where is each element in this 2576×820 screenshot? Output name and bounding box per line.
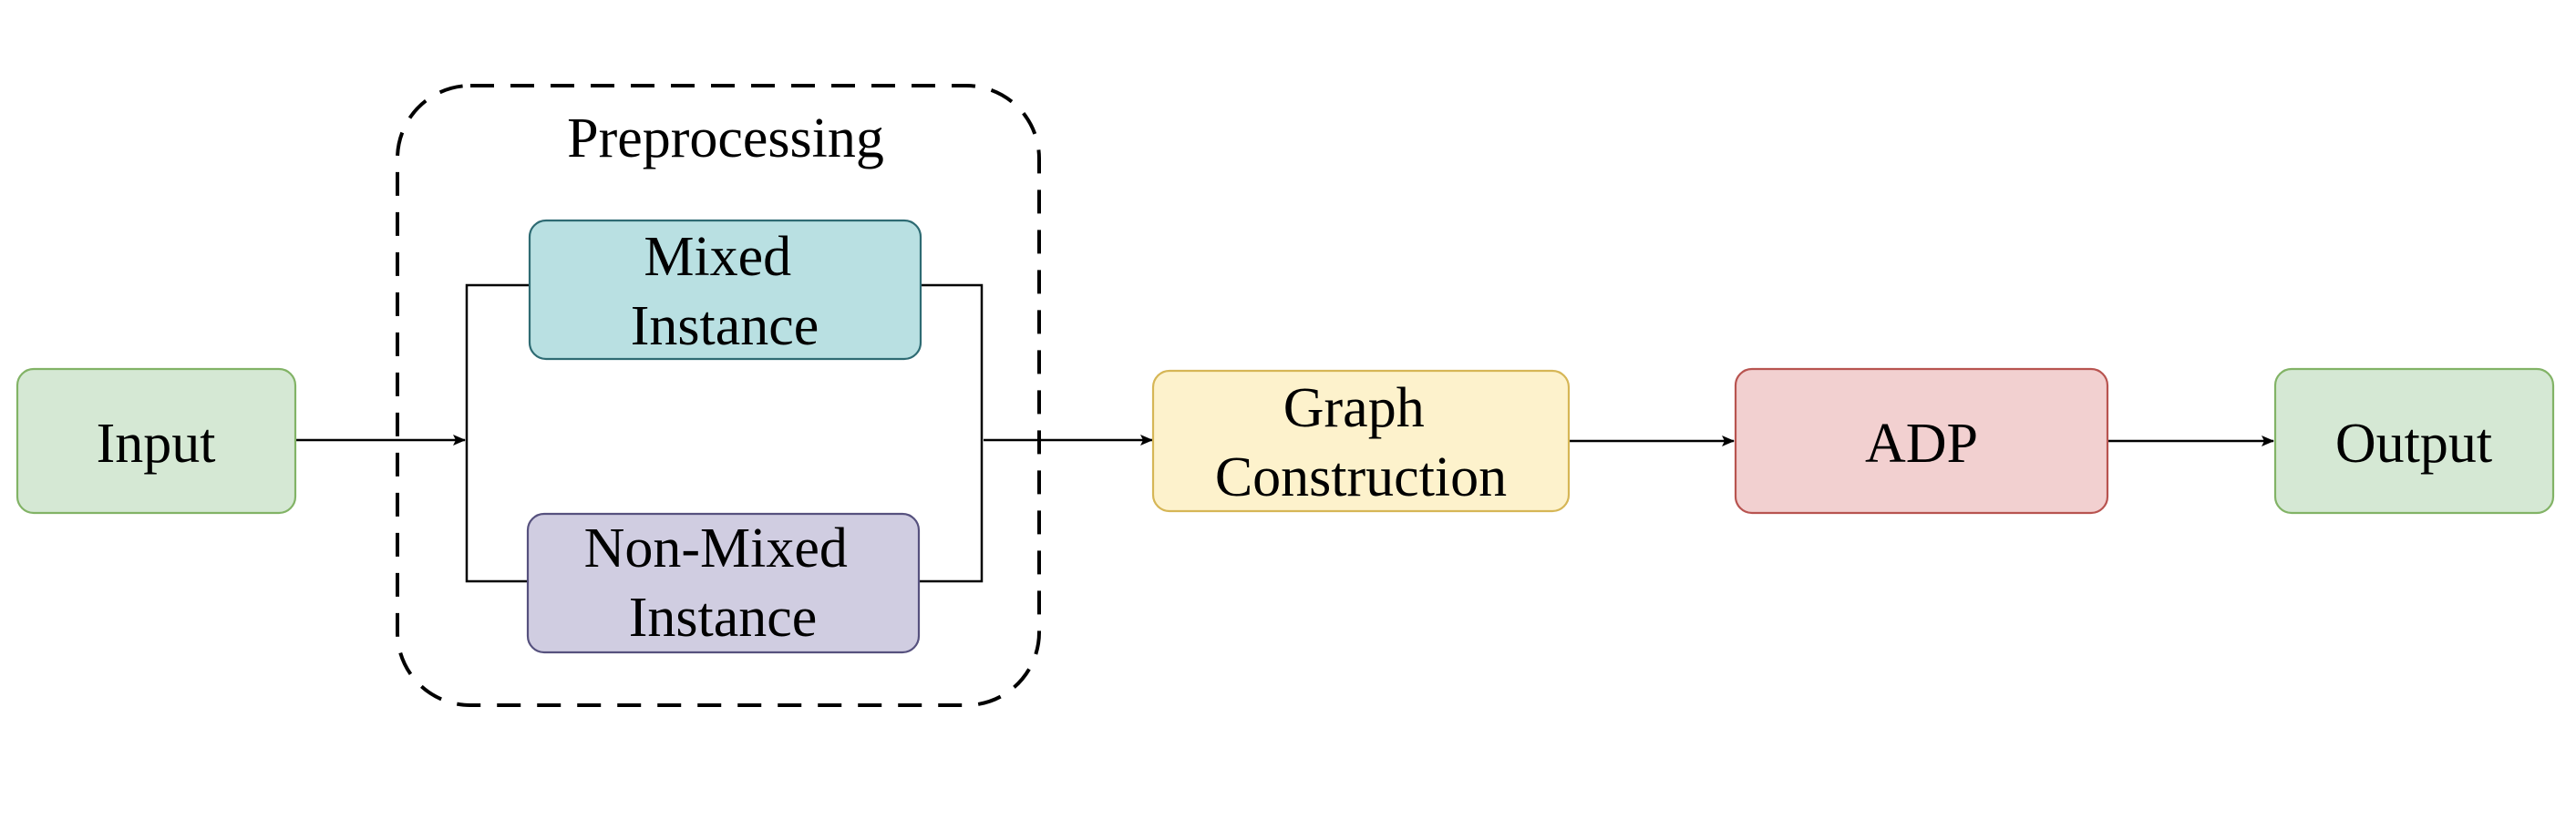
preprocessing-group-border (396, 84, 1041, 707)
edge-split-to-non-mixed (465, 440, 528, 583)
node-graph-construction-box (1151, 369, 1571, 513)
node-non-mixed-instance-label: Non-Mixed Instance (584, 518, 862, 649)
node-non-mixed-instance-label-line-1: Non-Mixed (584, 518, 848, 579)
node-output-label-line: Output (2335, 413, 2492, 475)
node-adp-label-line: ADP (1865, 413, 1978, 475)
node-input-label: Input (97, 413, 216, 475)
node-graph-construction-label-line-1: Graph (1283, 377, 1425, 439)
node-input-box (15, 367, 297, 515)
node-non-mixed-instance-box (526, 512, 921, 654)
preprocessing-group: Preprocessing (396, 84, 1041, 707)
node-mixed-instance-box (528, 219, 922, 361)
node-output: Output (2273, 367, 2555, 515)
node-mixed-instance-label-line-2: Instance (631, 295, 819, 357)
node-adp-label: ADP (1865, 413, 1978, 475)
edge-mixed-to-merge (921, 283, 984, 440)
node-adp: ADP (1734, 367, 2109, 515)
node-output-label: Output (2335, 413, 2492, 475)
node-non-mixed-instance-label-line-2: Instance (629, 587, 818, 649)
node-graph-construction-label: Graph Construction (1215, 377, 1507, 508)
node-adp-box (1734, 367, 2109, 515)
node-non-mixed-instance: Non-Mixed Instance (526, 512, 921, 654)
node-output-box (2273, 367, 2555, 515)
preprocessing-group-label: Preprocessing (567, 108, 884, 169)
edges (296, 283, 2274, 583)
node-input: Input (15, 367, 297, 515)
node-mixed-instance: Mixed Instance (528, 219, 922, 361)
node-mixed-instance-label-line-1: Mixed (644, 226, 791, 288)
edge-split-to-mixed (465, 283, 530, 440)
node-graph-construction: Graph Construction (1151, 369, 1571, 513)
node-input-label-line: Input (97, 413, 216, 475)
node-graph-construction-label-line-2: Construction (1215, 446, 1507, 508)
node-mixed-instance-label: Mixed Instance (631, 226, 819, 357)
edge-non-mixed-to-merge (919, 440, 984, 583)
